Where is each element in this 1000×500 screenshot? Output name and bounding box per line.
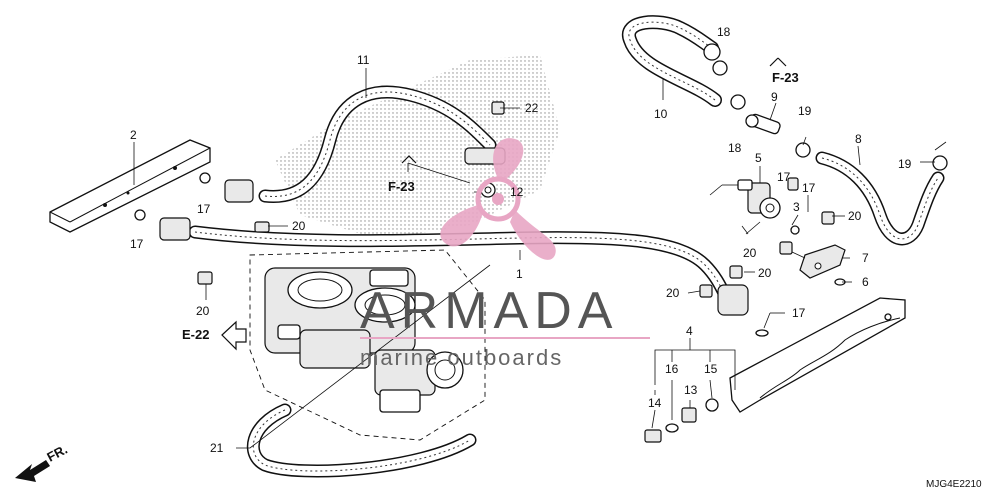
throttle-body-box	[249, 249, 486, 441]
drawing-code: MJG4E2210	[926, 479, 982, 490]
part-label-19b: 19	[898, 157, 912, 171]
ref-f23-top-arrow	[769, 57, 787, 67]
part-label-20c: 20	[848, 209, 862, 223]
part-label-17d: 17	[802, 181, 816, 195]
part-label-12: 12	[510, 185, 524, 199]
part-label-19a: 19	[798, 104, 812, 118]
part-label-20b: 20	[196, 304, 210, 318]
small-parts	[134, 101, 846, 443]
ref-f23-mid-arrow	[401, 155, 417, 164]
direction-label: FR.	[44, 442, 70, 465]
part-label-1: 1	[516, 267, 523, 281]
watermark-tagline: marine outboards	[360, 345, 563, 370]
part-label-9: 9	[771, 90, 778, 104]
watermark-logo	[440, 138, 556, 260]
throttle-body	[264, 267, 464, 413]
part-label-17b: 17	[130, 237, 144, 251]
hose-10	[622, 15, 722, 107]
part-label-10: 10	[654, 107, 668, 121]
part-label-16: 16	[665, 362, 679, 376]
ref-f23-mid: F-23	[388, 179, 415, 194]
direction-arrow-icon	[15, 460, 50, 482]
part-label-2: 2	[130, 128, 137, 142]
part-label-7: 7	[862, 251, 869, 265]
part-label-20d: 20	[743, 246, 757, 260]
fitting-5	[737, 179, 781, 219]
part-label-17a: 17	[197, 202, 211, 216]
part-label-22: 22	[525, 101, 539, 115]
ref-e22: E-22	[182, 327, 209, 342]
part-label-20e: 20	[758, 266, 772, 280]
group-bracket-4	[654, 349, 736, 390]
hose-fittings	[159, 43, 948, 316]
fuel-rail-right	[729, 297, 906, 413]
part-label-3: 3	[793, 200, 800, 214]
fuel-rail-left	[49, 139, 211, 233]
part-number-labels: 1 2 3 4 5 6 7 8 9 10 11 12 13 14 15 16 1…	[130, 25, 912, 455]
part-label-13: 13	[684, 383, 698, 397]
part-label-20a: 20	[292, 219, 306, 233]
part-label-20f: 20	[666, 286, 680, 300]
hose-11	[258, 85, 497, 203]
hose-1	[188, 225, 732, 302]
part-label-21: 21	[210, 441, 224, 455]
part-label-11: 11	[357, 53, 370, 67]
part-label-6: 6	[862, 275, 869, 289]
part-label-14: 14	[648, 396, 662, 410]
fitting-9	[745, 113, 781, 135]
part-label-17c: 17	[777, 170, 791, 184]
ref-f23-top: F-23	[772, 70, 799, 85]
leader-lines	[133, 68, 947, 449]
ref-arrow-e22	[221, 320, 247, 351]
hose-8	[815, 151, 945, 246]
hose-21	[246, 403, 477, 478]
part-label-18b: 18	[728, 141, 742, 155]
part-label-8: 8	[855, 132, 862, 146]
part-label-17e: 17	[792, 306, 806, 320]
part-label-15: 15	[704, 362, 718, 376]
bracket-7	[799, 244, 846, 279]
part-label-18a: 18	[717, 25, 731, 39]
watermark-brand: ARMADA	[360, 282, 618, 340]
part-label-4: 4	[686, 324, 693, 338]
part-label-5: 5	[755, 151, 762, 165]
